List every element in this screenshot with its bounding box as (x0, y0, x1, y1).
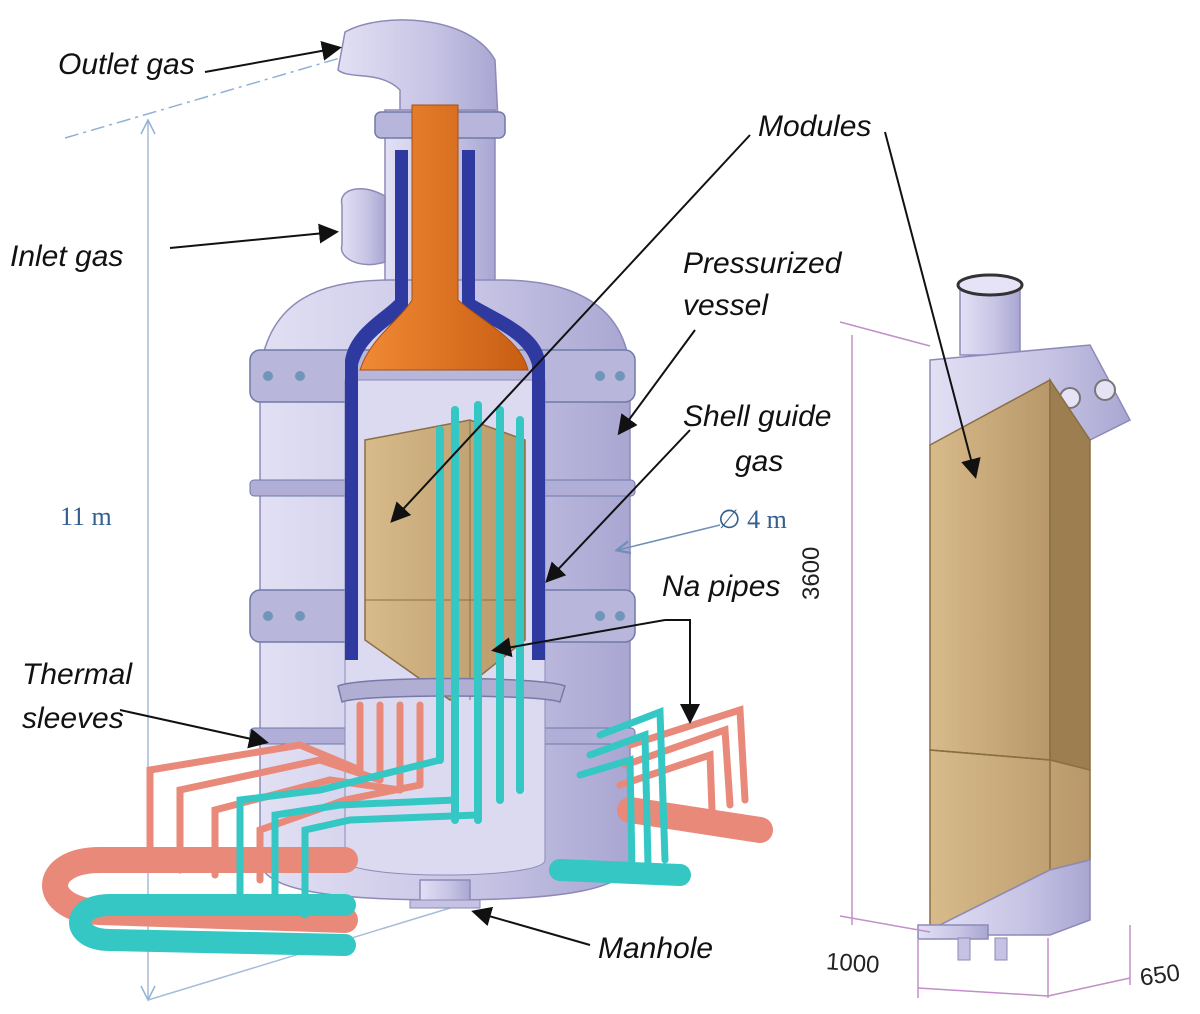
leader-lines (119, 41, 981, 946)
label-pressurized-vessel-2: vessel (683, 289, 769, 322)
dimension-module-height: 3600 (798, 546, 825, 600)
label-thermal-sleeves-1: Thermal (22, 658, 133, 691)
label-thermal-sleeves-2: sleeves (22, 702, 124, 735)
label-manhole: Manhole (598, 932, 714, 965)
dimension-module-width: 1000 (825, 948, 881, 979)
label-inlet-gas: Inlet gas (10, 240, 124, 273)
label-modules: Modules (758, 110, 872, 143)
dimension-height: 11 m (60, 502, 112, 531)
dimension-module-depth: 650 (1138, 959, 1182, 992)
label-na-pipes: Na pipes (662, 570, 781, 603)
label-pressurized-vessel-1: Pressurized (683, 247, 842, 280)
module-detail (839, 273, 1132, 998)
label-shell-guide-gas-2: gas (735, 445, 784, 478)
diameter-arrow (618, 524, 721, 550)
label-outlet-gas: Outlet gas (58, 48, 195, 81)
dimension-diameter: ∅ 4 m (718, 505, 787, 534)
na-pipes (42, 401, 773, 956)
label-shell-guide-gas-1: Shell guide (683, 400, 832, 433)
